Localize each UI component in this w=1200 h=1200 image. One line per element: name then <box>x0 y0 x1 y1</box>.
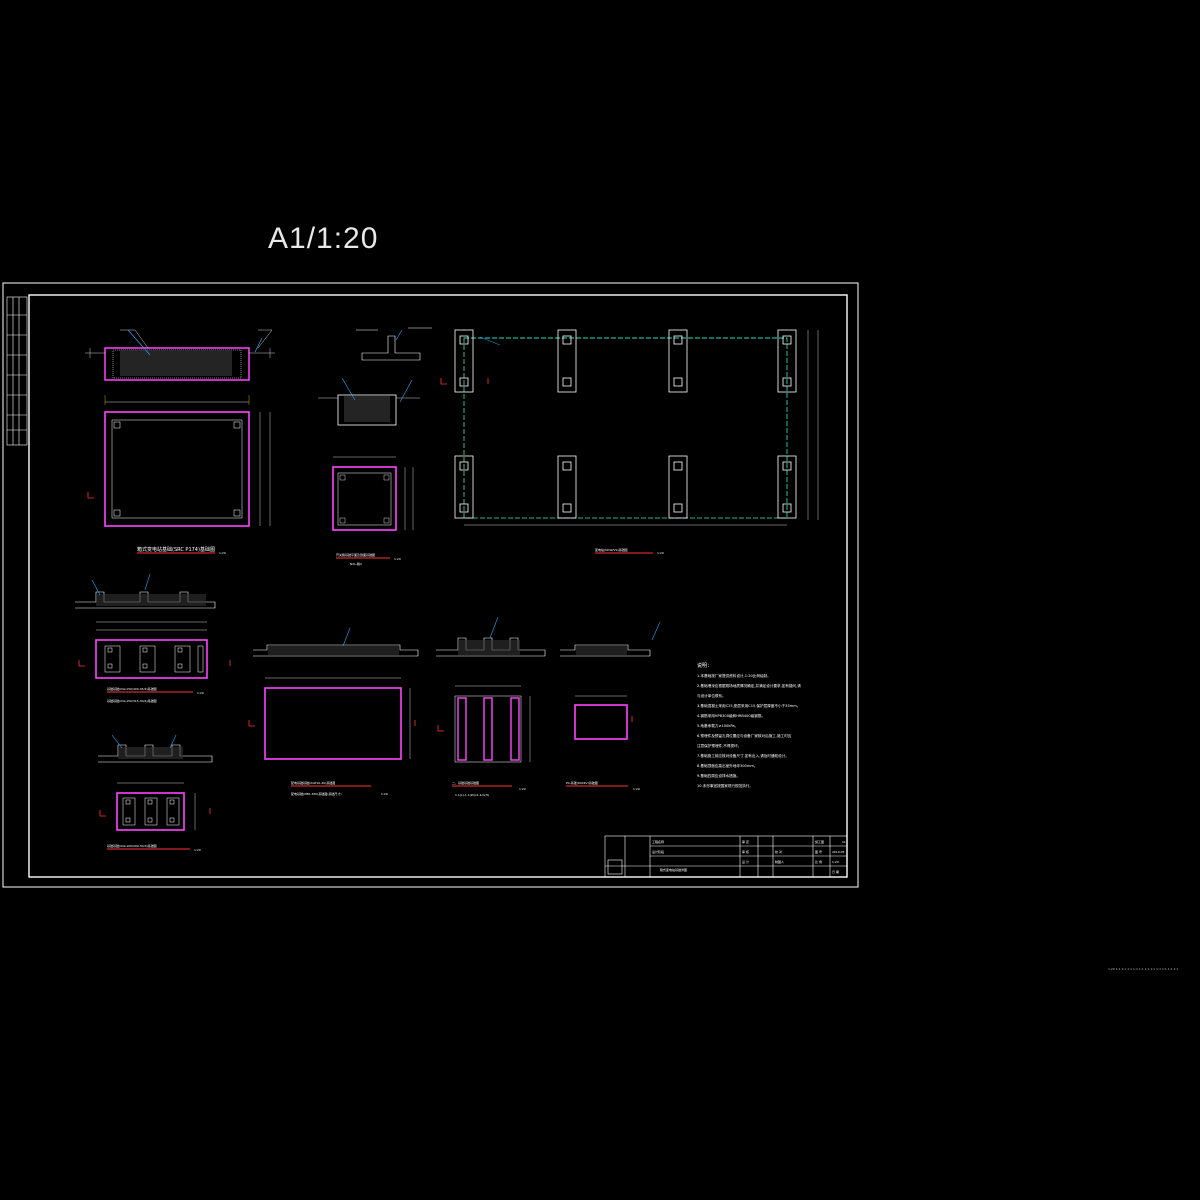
notes-line: 3.基础混凝土采用C25,垫层采用C15,保护层厚度不小于35mm。 <box>697 703 800 708</box>
drawing-1: 箱式变电站基础(SRC P174)基础图 1:20 <box>85 329 275 555</box>
d8-scale: 1:20 <box>633 787 640 791</box>
scale-title: A1/1:20 <box>268 222 379 255</box>
notes-line: 8.基础顶面应高出室外地坪300mm。 <box>697 763 757 768</box>
drawing-8: P4-基础(600KV)基础图 1:20 <box>560 621 661 791</box>
corner-note: 1:20 1:1 1:1 1:1 1:1 1:1 1:1 1:1 1:1 1:1… <box>1108 967 1179 971</box>
title-block-cell: 审 核 <box>742 849 749 854</box>
drawing-3: 变电站(KDW/VS)基础图 1:20 <box>440 329 819 555</box>
d3-pier-footing <box>454 455 474 519</box>
notes-block: 说明： 1.本基础按厂家提供资料设计,1:20比例绘制。 2.基础埋深应根据现场地… <box>697 662 801 788</box>
d3-caption: 变电站(KDW/VS)基础图 <box>595 547 628 552</box>
d8-caption: P4-基础(600KV)基础图 <box>566 780 598 785</box>
d1-scale: 1:20 <box>219 551 226 555</box>
title-block-cell: 2010.05 <box>832 850 844 854</box>
d2-plan-outline <box>332 466 397 531</box>
d5-scale: 1:20 <box>194 848 201 852</box>
sheet-inner-border <box>28 294 848 878</box>
title-block-cell: 比 例 <box>815 859 822 864</box>
d1-plan-outline <box>104 411 250 527</box>
notes-line: 9.基础四周应设排水措施。 <box>697 773 740 778</box>
d3-pier-footing <box>557 455 577 519</box>
d6-caption-2: 配电基础(XBR-300)基础图(基础尺寸) <box>291 791 342 796</box>
notes-line: 7.基础施工前应核对设备尺寸,如有出入,请及时通知设计。 <box>697 753 789 758</box>
title-block-cell: 设计阶段 <box>652 849 664 854</box>
d4-scale: 1:20 <box>197 691 204 695</box>
drawing-4: 基础基础(XGL150/400-45/4)基础图 基础基础(XGL150/315… <box>75 573 231 703</box>
title-block-cell: 设 计 <box>742 859 749 864</box>
d3-pier-footing <box>777 455 797 519</box>
notes-title: 说明： <box>697 662 712 669</box>
drawing-7: 二、基础基础基础图 1.1(L)-1.1(W)x1.1m(H) 1:20 <box>436 616 546 797</box>
title-block-cell: 审 定 <box>742 839 749 844</box>
title-block <box>604 835 848 878</box>
d7-scale: 1:20 <box>519 787 526 791</box>
d2-sub: NXL-箱2 <box>350 561 362 566</box>
notes-line: 1.本基础按厂家提供资料设计,1:20比例绘制。 <box>697 673 771 678</box>
d2-caption: 开关箱基础平面及剖面基础图 <box>336 552 375 557</box>
title-block-cell: 日 期 <box>832 869 839 874</box>
d5-caption: 基础基础(XGL100/200-30/3)基础图 <box>107 843 157 848</box>
title-block-cell: 11 <box>842 840 846 844</box>
drawing-6: 配电基础基础(XGP10-40)基础图 配电基础(XBR-300)基础图(基础尺… <box>248 627 419 796</box>
notes-line: 注意保护预埋件,不得损坏。 <box>697 743 741 748</box>
d4-plan-outline <box>95 639 208 679</box>
title-block-cell: 校 对 <box>775 849 782 854</box>
title-block-cell: 工程名称 <box>652 839 664 844</box>
d1-section-outline <box>104 347 250 381</box>
d3-grid <box>463 337 788 519</box>
drawing-2: 开关箱基础平面及剖面基础图 1:20 NXL-箱2 <box>318 327 432 566</box>
d6-scale: 1:20 <box>381 792 388 796</box>
d6-plan-outline <box>264 687 402 760</box>
d7-caption-2: 1.1(L)-1.1(W)x1.1m(H) <box>455 793 489 797</box>
d4-caption-2: 基础基础(XGL150/315-30/4)基础图 <box>107 698 157 703</box>
notes-line: 与设计单位联系。 <box>697 693 726 698</box>
d3-pier-footing <box>668 329 688 393</box>
notes-line: 4.钢筋采用HPB300级和HRB400级钢筋。 <box>697 713 765 718</box>
d3-pier-footing <box>777 329 797 393</box>
sheet-outer-border <box>2 282 859 888</box>
d3-pier-footing <box>668 455 688 519</box>
notes-line: 2.基础埋深应根据现场地质情况确定,并满足设计要求,如有疑问,请 <box>697 683 801 688</box>
drawing-5: 基础基础(XGL100/200-30/3)基础图 1:20 <box>98 734 213 852</box>
binding-strip <box>6 296 28 446</box>
notes-line: 10.未尽事宜按国家现行规范执行。 <box>697 783 753 788</box>
notes-line: 6.预埋件及预留孔洞位置应与设备厂家核对后施工,施工时应 <box>697 733 792 738</box>
title-block-cell: 施工图 <box>815 839 824 844</box>
d2-scale: 1:20 <box>394 557 401 561</box>
d7-caption-1: 二、基础基础基础图 <box>452 780 479 785</box>
d5-plan-outline <box>116 792 185 831</box>
d3-pier-footing <box>454 329 474 393</box>
title-block-cell: 1:20 <box>832 860 839 864</box>
title-block-cell: 制图人 <box>775 859 784 864</box>
notes-line: 5.地基承载力≥100kPa。 <box>697 723 738 728</box>
title-block-drawing-title: 箱式变电站基础详图 <box>660 867 687 872</box>
title-block-cell: 图 号 <box>815 849 822 854</box>
d6-caption-1: 配电基础基础(XGP10-40)基础图 <box>291 780 335 785</box>
d4-caption-1: 基础基础(XGL150/400-45/4)基础图 <box>107 686 157 691</box>
d3-pier-footing <box>557 329 577 393</box>
d3-scale: 1:20 <box>657 551 664 555</box>
d1-caption: 箱式变电站基础(SRC P174)基础图 <box>137 546 215 553</box>
d8-plan-outline <box>574 704 628 740</box>
